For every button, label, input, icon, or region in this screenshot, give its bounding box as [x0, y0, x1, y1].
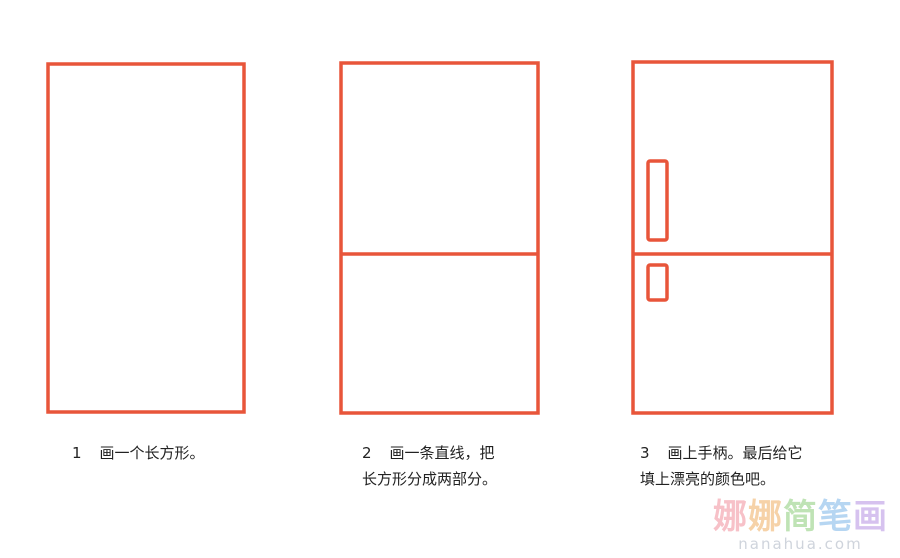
- watermark-logo-char: 简: [783, 497, 818, 537]
- step3-text-line2: 填上漂亮的颜色吧。: [640, 470, 776, 488]
- step3-caption: 3 画上手柄。最后给它 填上漂亮的颜色吧。: [640, 440, 803, 492]
- step3-number: 3: [640, 444, 650, 462]
- step2-text-line1: 画一条直线，把: [389, 444, 495, 462]
- step2-rectangle: [339, 61, 540, 415]
- step1-text: 画一个长方形。: [99, 444, 205, 462]
- step1-caption: 1 画一个长方形。: [72, 440, 205, 466]
- step2-text-line2: 长方形分成两部分。: [362, 470, 498, 488]
- watermark-logo-char: 娜: [713, 497, 748, 537]
- watermark-url: nanahua.com: [738, 535, 863, 553]
- step2-number: 2: [362, 444, 372, 462]
- step1-rectangle: [46, 62, 246, 414]
- watermark: 娜娜简笔画 nanahua.com: [713, 498, 888, 552]
- step2-caption: 2 画一条直线，把 长方形分成两部分。: [362, 440, 497, 492]
- watermark-logo: 娜娜简笔画: [713, 498, 888, 536]
- step3-upper-handle: [646, 159, 669, 242]
- step3-lower-handle: [646, 263, 669, 302]
- watermark-logo-char: 画: [853, 497, 888, 537]
- watermark-logo-char: 娜: [748, 497, 783, 537]
- step3-fridge-body: [631, 60, 834, 415]
- step3-text-line1: 画上手柄。最后给它: [667, 444, 803, 462]
- watermark-logo-char: 笔: [818, 497, 853, 537]
- step1-number: 1: [72, 444, 82, 462]
